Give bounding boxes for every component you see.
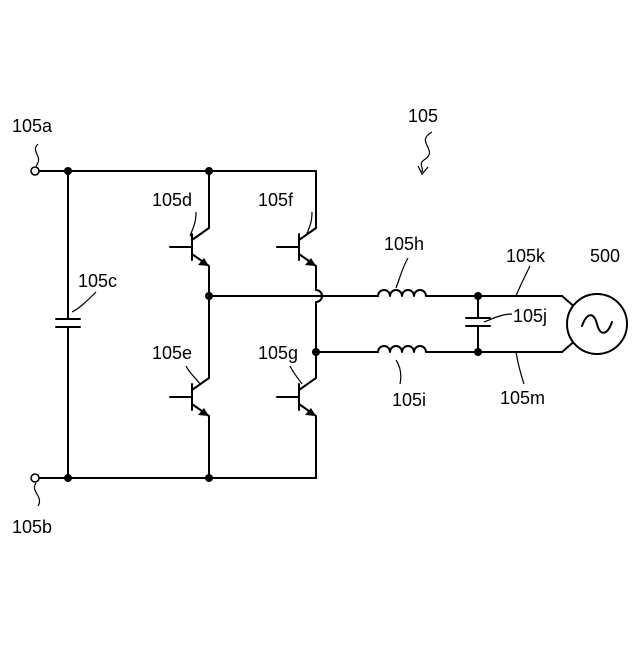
ac-source-500: [567, 294, 627, 354]
terminal-105b: [31, 474, 39, 482]
label-105g: 105g: [258, 343, 298, 363]
transistor-105e: [170, 368, 209, 420]
figure-ref-arrow: [421, 132, 432, 172]
label-105f: 105f: [258, 190, 294, 210]
label-105h: 105h: [384, 234, 424, 254]
transistor-105f: [277, 228, 316, 272]
capacitor-105j: [466, 296, 490, 352]
label-105i: 105i: [392, 390, 426, 410]
label-105c: 105c: [78, 271, 117, 291]
capacitor-105c: [56, 171, 80, 478]
label-500: 500: [590, 246, 620, 266]
label-105b: 105b: [12, 517, 52, 537]
junction-dots: [64, 167, 482, 482]
label-105e: 105e: [152, 343, 192, 363]
label-105k: 105k: [506, 246, 546, 266]
terminal-105a: [31, 167, 39, 175]
output-line-bottom: [316, 339, 577, 352]
right-leg: [316, 171, 322, 478]
transistor-105d: [170, 228, 209, 272]
label-105d: 105d: [152, 190, 192, 210]
label-105j: 105j: [513, 306, 547, 326]
label-figure-ref: 105: [408, 106, 438, 126]
label-105a: 105a: [12, 116, 53, 136]
figure-ref-arrowhead: [418, 166, 428, 174]
label-105m: 105m: [500, 388, 545, 408]
